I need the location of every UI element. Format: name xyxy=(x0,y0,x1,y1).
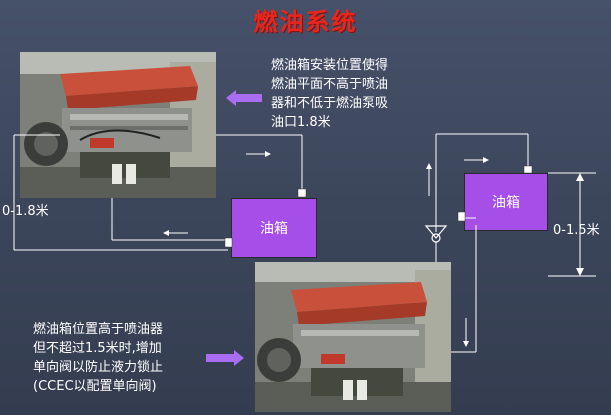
page-title: 燃油系统 xyxy=(253,8,358,36)
dimension-right-label: 0-1.5米 xyxy=(553,223,600,238)
check-valve-icon xyxy=(424,225,448,243)
fuel-tank-left: 油箱 xyxy=(231,198,317,258)
note-top-line: 燃油平面不高于喷油 xyxy=(271,77,389,92)
fuel-tank-right-label: 油箱 xyxy=(492,195,520,211)
engine-photo-bottom xyxy=(255,262,451,412)
note-top-line: 器和不低于燃油泵吸 xyxy=(271,96,389,111)
pointer-arrow-icon xyxy=(206,350,244,366)
note-top-line: 油口1.8米 xyxy=(271,115,331,130)
note-bottom: 燃油箱位置高于喷油器 但不超过1.5米时,增加 单向阀以防止液力锁止 (CCEC… xyxy=(33,320,163,396)
note-top-line: 燃油箱安装位置使得 xyxy=(271,58,389,73)
note-bottom-line: 燃油箱位置高于喷油器 xyxy=(33,322,164,337)
pointer-arrow-icon xyxy=(226,90,262,106)
note-bottom-line: 单向阀以防止液力锁止 xyxy=(33,360,164,375)
note-bottom-line: (CCEC以配置单向阀) xyxy=(33,379,157,394)
fuel-tank-left-label: 油箱 xyxy=(260,221,288,237)
note-top: 燃油箱安装位置使得 燃油平面不高于喷油 器和不低于燃油泵吸 油口1.8米 xyxy=(271,56,388,132)
engine-photo-top xyxy=(20,52,216,198)
note-bottom-line: 但不超过1.5米时,增加 xyxy=(33,341,162,356)
fuel-tank-right: 油箱 xyxy=(464,173,548,231)
dimension-left-label: 0-1.8米 xyxy=(2,204,49,219)
